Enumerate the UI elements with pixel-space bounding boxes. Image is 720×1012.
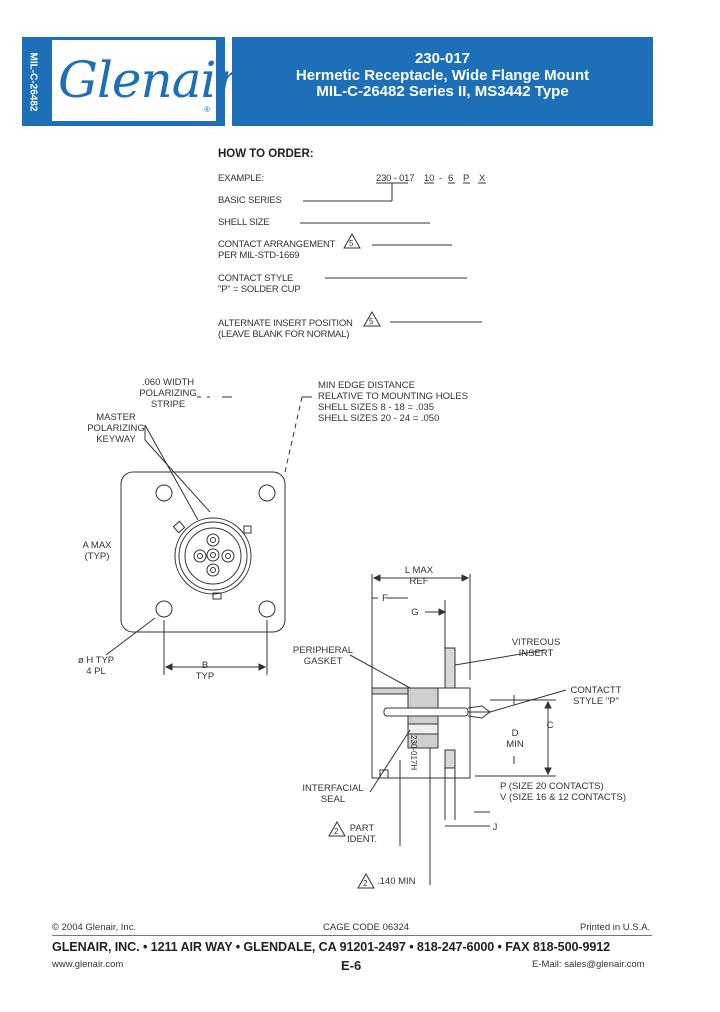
d-min-label: MIN [506, 739, 524, 750]
email-link[interactable]: E-Mail: sales@glenair.com [532, 959, 645, 970]
mounting-hole [258, 484, 276, 502]
contact-pin [193, 549, 207, 563]
d-label: D [511, 728, 519, 739]
edge-label-1: MIN EDGE DISTANCE [318, 380, 415, 391]
edge-label-4: SHELL SIZES 20 - 24 = .050 [318, 413, 440, 424]
mounting-hole [155, 484, 173, 502]
order-leader-lines: 5 5 [300, 182, 486, 327]
min-note-flag: 2 [363, 879, 368, 888]
ident-note-flag: 2 [334, 827, 339, 836]
seal-label-1: INTERFACIAL [302, 783, 364, 794]
note-5-flag-alt: 5 [369, 317, 374, 326]
contact-pin [206, 548, 220, 562]
g-label: G [411, 607, 419, 618]
a-max-label: A MAX [82, 540, 112, 551]
stripe-label-3: STRIPE [150, 399, 186, 410]
keyway-label-3: KEYWAY [96, 434, 136, 445]
v-dimension-label: V (SIZE 16 & 12 CONTACTS) [500, 792, 626, 803]
edge-label-2: RELATIVE TO MOUNTING HOLES [318, 391, 468, 402]
footer-rule [52, 935, 652, 936]
contact-pin [221, 549, 235, 563]
example-arrangement: 6 [448, 173, 454, 184]
b-typ-label: TYP [195, 671, 215, 682]
gasket-label-2: GASKET [303, 656, 343, 667]
glenair-logo: Glenair ® [44, 37, 239, 126]
b-label: B [201, 660, 209, 671]
vitreous-label-1: VITREOUS [511, 637, 561, 648]
c-label: C [546, 720, 554, 731]
side-view-drawing: 2 2 [328, 574, 567, 889]
side-tab: MIL-C-26482 [22, 37, 44, 126]
basic-series-label: BASIC SERIES [218, 195, 282, 206]
vitreous-label-2: INSERT [518, 648, 554, 659]
mounting-hole [258, 600, 276, 618]
spec-title: MIL-C-26482 Series II, MS3442 Type [316, 83, 569, 100]
title-block: 230-017 Hermetic Receptacle, Wide Flange… [232, 37, 653, 126]
cage-code: CAGE CODE 06324 [323, 922, 410, 933]
contact-arrangement-spec: PER MIL-STD-1669 [218, 250, 300, 261]
product-title: Hermetic Receptacle, Wide Flange Mount [295, 66, 590, 84]
l-ref-label: REF [409, 576, 429, 587]
shell-size-label: SHELL SIZE [218, 217, 270, 228]
l-max-label: L MAX [404, 565, 434, 576]
part-number-title: 230-017 [414, 50, 471, 67]
stripe-label-2: POLARIZING [139, 388, 197, 399]
contact-pin [206, 533, 220, 547]
mounting-hole [155, 600, 173, 618]
p-dimension-label: P (SIZE 20 CONTACTS) [500, 781, 604, 792]
logo-text: Glenair [58, 51, 239, 109]
ident-label-2: IDENT. [346, 834, 378, 845]
h-typ-label: ø H TYP [77, 655, 115, 666]
example-basic-series: 230 - 017 [376, 173, 415, 184]
front-view-drawing [105, 396, 312, 675]
example-label: EXAMPLE: [218, 173, 264, 184]
h-4pl-label: 4 PL [86, 666, 106, 677]
seal-label-2: SEAL [320, 794, 346, 805]
edge-label-3: SHELL SIZES 8 - 18 = .035 [318, 402, 435, 413]
example-dash: - [439, 173, 442, 184]
contact-pin [206, 563, 220, 577]
how-to-order-heading: HOW TO ORDER: [218, 148, 314, 160]
keyway-label-1: MASTER [96, 412, 136, 423]
example-contact-style: P [463, 173, 470, 184]
f-label: F [382, 593, 388, 604]
ident-label-1: PART [349, 823, 375, 834]
j-label: J [492, 822, 498, 833]
page-number: E-6 [341, 958, 362, 973]
copyright: © 2004 Glenair, Inc. [52, 922, 137, 933]
logo-registered-mark: ® [204, 105, 210, 114]
stripe-label-1: .060 WIDTH [141, 377, 195, 388]
note-5-flag: 5 [349, 239, 354, 248]
flange-outline [120, 471, 286, 633]
contact-style-label: CONTACT STYLE [218, 273, 294, 284]
website-link[interactable]: www.glenair.com [52, 959, 124, 970]
contact-style-spec: "P" = SOLDER CUP [218, 284, 301, 295]
company-contact-line: GLENAIR, INC. • 1211 AIR WAY • GLENDALE,… [52, 940, 611, 954]
a-max-typ: (TYP) [84, 551, 110, 562]
printed-in: Printed in U.S.A. [580, 922, 651, 933]
example-shell-size: 10 [424, 173, 435, 184]
contact-label-1: CONTACTT [570, 685, 622, 696]
alternate-insert-spec: (LEAVE BLANK FOR NORMAL) [218, 329, 350, 340]
min-length-label: .140 MIN [377, 876, 416, 887]
part-ident-stamp: 230-017H [409, 735, 418, 771]
alternate-insert-label: ALTERNATE INSERT POSITION [218, 318, 353, 329]
keyway-label-2: POLARIZING [87, 423, 145, 434]
example-insert-position: X [479, 173, 486, 184]
contact-label-2: STYLE "P" [573, 696, 619, 707]
contact-arrangement-label: CONTACT ARRANGEMENT [218, 239, 336, 250]
gasket-label-1: PERIPHERAL [292, 645, 354, 656]
